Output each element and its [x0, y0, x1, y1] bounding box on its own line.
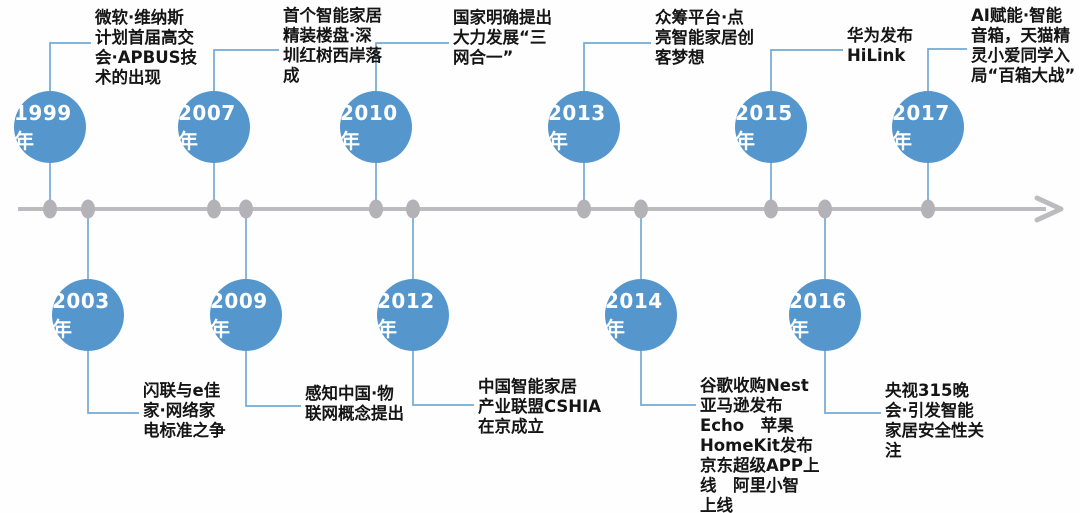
year-circle-2016: 2016年	[789, 279, 861, 351]
event-description-2007: 首个智能家居 精装楼盘·深 圳红树西岸落 成	[283, 6, 382, 85]
connector-2015	[770, 49, 843, 91]
timeline-dot-2017	[921, 199, 935, 219]
year-label: 2015年	[735, 100, 793, 153]
event-description-2012: 中国智能家居 产业联盟CSHIA 在京成立	[478, 377, 602, 436]
event-description-2010: 国家明确提出 大力发展“三 网合一”	[453, 8, 552, 67]
year-label: 2007年	[178, 100, 236, 153]
connector-2003	[87, 351, 139, 414]
year-circle-2013: 2013年	[548, 91, 620, 163]
year-label: 2003年	[52, 288, 110, 341]
year-label: 1999年	[14, 100, 72, 153]
connector-2013	[583, 42, 651, 91]
event-description-2014: 谷歌收购Nest 亚马逊发布 Echo 苹果 HomeKit发布 京东超级APP…	[700, 376, 820, 513]
event-description-2013: 众筹平台·点 亮智能家居创 客梦想	[655, 8, 754, 67]
timeline-dot-2015	[764, 199, 778, 219]
event-description-2009: 感知中国·物 联网概念提出	[305, 384, 404, 423]
connector-2009	[245, 351, 301, 407]
timeline-dot-2013	[577, 199, 591, 219]
year-label: 2017年	[892, 100, 950, 153]
year-label: 2010年	[340, 100, 398, 153]
year-label: 2009年	[210, 288, 268, 341]
year-circle-2009: 2009年	[210, 279, 282, 351]
year-label: 2014年	[605, 288, 663, 341]
year-circle-2017: 2017年	[892, 91, 964, 163]
timeline-dot-1999	[43, 199, 57, 219]
year-circle-2014: 2014年	[605, 279, 677, 351]
year-circle-2012: 2012年	[377, 279, 449, 351]
year-label: 2012年	[377, 288, 435, 341]
year-label: 2016年	[789, 288, 847, 341]
timeline-dot-2003	[81, 199, 95, 219]
connector-2007	[213, 49, 279, 91]
connector-2016	[824, 351, 881, 414]
timeline-dot-2014	[634, 199, 648, 219]
timeline-arrow-icon	[1034, 195, 1064, 223]
year-circle-2003: 2003年	[52, 279, 124, 351]
event-description-1999: 微软·维纳斯 计划首届高交 会·APBUS技 术的出现	[95, 8, 197, 87]
connector-2014	[640, 351, 696, 406]
timeline-dot-2007	[207, 199, 221, 219]
event-description-2017: AI赋能·智能 音箱，天猫精 灵小爱同学入 局“百箱大战”	[971, 6, 1076, 85]
year-circle-1999: 1999年	[14, 91, 86, 163]
year-circle-2015: 2015年	[735, 91, 807, 163]
connector-2017	[927, 48, 967, 91]
year-label: 2013年	[548, 100, 606, 153]
year-circle-2007: 2007年	[178, 91, 250, 163]
event-description-2016: 央视315晚 会·引发智能 家居安全性关 注	[885, 381, 984, 460]
timeline-dot-2009	[239, 199, 253, 219]
timeline-dot-2010	[369, 199, 383, 219]
connector-2010	[375, 42, 449, 91]
connector-2012	[412, 351, 474, 406]
timeline-dot-2012	[406, 199, 420, 219]
event-description-2015: 华为发布 HiLink	[847, 26, 913, 65]
event-description-2003: 闪联与e佳 家·网络家 电标准之争	[143, 381, 226, 440]
year-circle-2010: 2010年	[340, 91, 412, 163]
connector-1999	[49, 42, 91, 91]
timeline-dot-2016	[818, 199, 832, 219]
